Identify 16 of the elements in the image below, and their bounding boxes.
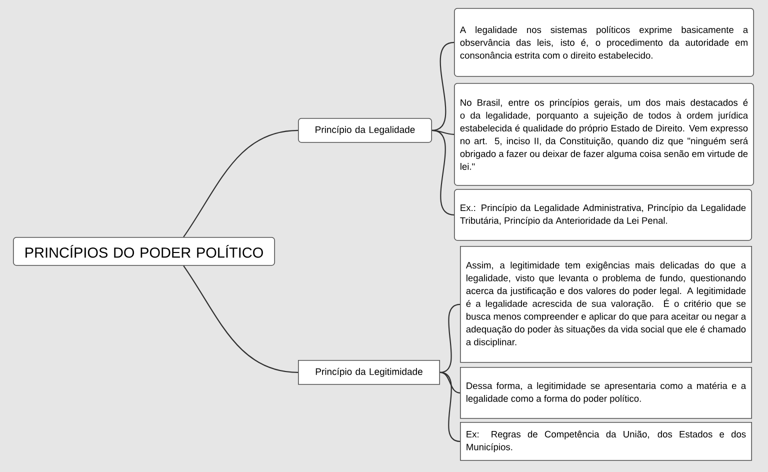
connector-line: [432, 130, 454, 216]
note-box: No Brasil, entre os princípios gerais, um dos mais destacados é o da legalidade, porquanto a sujeição de todos à ordem jurídica estabelecida é qualidade do próprio Estado de Direito. Vem expresso no art. 5, inciso II, da Constituição, quando diz que "ninguém será obrigado a fazer ou deixar de fazer alguma coisa senão em virtude de lei.": [454, 83, 754, 186]
connector-line: [183, 130, 298, 238]
connector-line: [440, 372, 460, 394]
branch-box: Princípio da Legitimidade: [298, 360, 440, 385]
connector-line: [440, 372, 460, 442]
note-box: Assim, a legitimidade tem exigências mais delicadas do que a legalidade, visto que levanta o problema de fundo, questionando acerca da justificação e dos valores do poder legal. A legitimidade é a legalidade acrescida de sua valoração. É o critério que se busca menos compreender e aplicar do que para aceitar ou negar a adequação do poder às situações da vida social que ele é chamado a disciplinar.: [460, 246, 752, 363]
central-topic-box: PRINCÍPIOS DO PODER POLÍTICO: [13, 237, 275, 266]
note-box: A legalidade nos sistemas políticos exprime basicamente a observância das leis, isto é, o procedimento da autoridade em consonância estrita com o direito estabelecido.: [454, 8, 754, 77]
connector-line: [432, 42, 454, 131]
branch-box: Princípio da Legalidade: [298, 118, 432, 143]
note-box: Ex.: Princípio da Legalidade Administrativa, Princípio da Legalidade Tributária, Princípio da Anterioridade da Lei Penal.: [454, 189, 752, 241]
connector-line: [440, 304, 460, 373]
note-box: Ex: Regras de Competência da União, dos Estados e dos Municípios.: [460, 422, 752, 461]
connector-line: [183, 266, 298, 373]
note-box: Dessa forma, a legitimidade se apresentaria como a matéria e a legalidade como a forma do poder político.: [460, 367, 752, 419]
